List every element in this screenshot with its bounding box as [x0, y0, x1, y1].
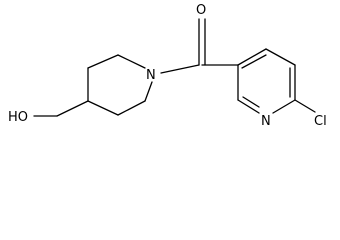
piperidine-bond-c4-c5 — [87, 100, 119, 116]
pyridine-bond-c6-n — [272, 99, 296, 114]
amide-bond — [160, 64, 200, 74]
piperidine-bond-c6-n — [144, 81, 153, 102]
pyridine-bond-n-c2-inner — [242, 96, 260, 108]
chlorine-label: Cl — [314, 114, 327, 129]
pyridine-nitrogen-label: N — [261, 114, 271, 129]
structure-canvas: O N HO N Cl — [8, 3, 327, 129]
pyridine-bond-c3-c4 — [237, 48, 267, 66]
hydroxymethyl-bond — [56, 100, 89, 117]
pyridine-bond-c4-c5 — [265, 48, 296, 66]
piperidine-nitrogen-label: N — [146, 68, 156, 83]
molecule-diagram: O N HO N Cl — [8, 3, 327, 129]
piperidine-bond-c2-c3 — [87, 54, 119, 69]
pyridine-bond-n-c2 — [237, 99, 260, 114]
piperidine-bond-c5-c6 — [117, 100, 146, 116]
hydroxyl-label: HO — [8, 110, 28, 125]
piperidine-bond-n-c2 — [117, 54, 146, 69]
carbonyl-oxygen-label: O — [196, 3, 206, 18]
chloro-bond — [294, 99, 316, 113]
pyridine-bond-c3-c4-inner — [241, 54, 267, 69]
